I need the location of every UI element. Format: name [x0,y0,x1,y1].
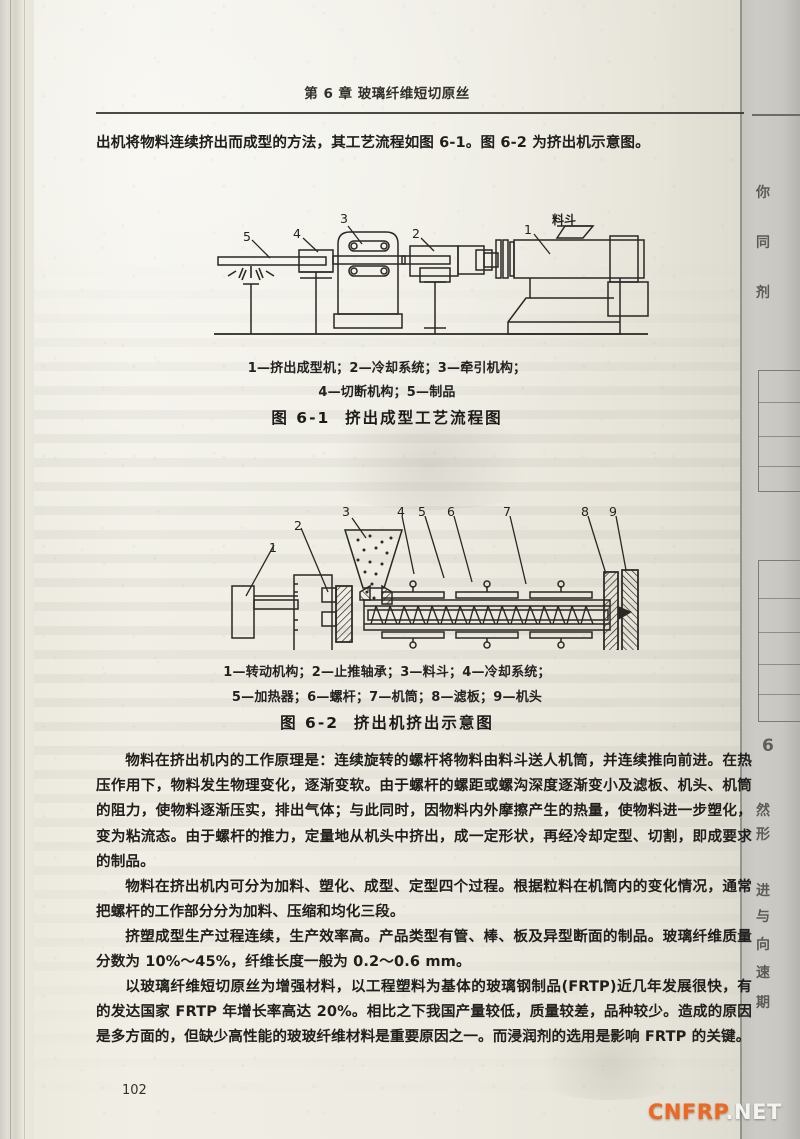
figure-6-2-callout-8: 8 [581,504,589,519]
figure-6-2-callout-6: 6 [447,504,455,519]
adjacent-table-rule [758,598,800,599]
figure-6-1-hopper-label: 料斗 [552,213,577,227]
figure-6-2-callout-5: 5 [418,504,426,519]
adjacent-char-4: 然 [756,803,770,819]
figure-6-2-illustration [186,500,656,650]
adjacent-char-3: 剂 [756,285,770,301]
body-paragraph-2: 物料在挤出机内可分为加料、塑化、成型、定型四个过程。根据粒料在机筒内的变化情况，… [96,878,752,921]
adjacent-char-5: 形 [756,827,770,843]
adjacent-table-rule [758,632,800,633]
adjacent-table-1 [758,370,800,492]
figure-6-2-legend-line-1: 1—转动机构；2—止推轴承；3—料斗；4—冷却系统； [223,665,551,680]
figure-6-1-callout-3: 3 [340,211,348,226]
figure-6-1-title: 图 6-1 挤出成型工艺流程图 [34,406,740,428]
figure-6-2-callout-9: 9 [609,504,617,519]
figure-6-1-legend-line-2: 4—切断机构；5—制品 [318,385,456,400]
figure-6-2-svg [231,529,639,650]
figure-6-1-callout-4: 4 [293,226,301,241]
adjacent-char-7: 与 [756,909,770,925]
body-paragraph-4: 以玻璃纤维短切原丝为增强材料，以工程塑料为基体的玻璃钢制品(FRTP)近几年发展… [96,978,752,1046]
adjacent-char-9: 速 [756,965,770,981]
header-rule [96,112,744,115]
adjacent-char-10: 期 [756,995,770,1011]
figure-6-2-callout-3: 3 [342,504,350,519]
site-watermark: CNFRP.NET [648,1100,782,1124]
figure-6-2-legend-line-2: 5—加热器；6—螺杆；7—机筒；8—滤板；9—机头 [231,690,543,705]
body-paragraph-3: 挤塑成型生产过程连续，生产效率高。产品类型有管、棒、板及异型断面的制品。玻璃纤维… [96,928,752,971]
figure-6-1-number: 图 6-1 [271,409,331,427]
adjacent-section-marker: 6 [762,736,774,756]
adjacent-table-rule [758,694,800,695]
figure-6-1-legend-line-1: 1—挤出成型机；2—冷却系统；3—牵引机构； [247,361,527,376]
figure-6-2-title: 图 6-2 挤出机挤出示意图 [34,711,740,733]
figure-6-1-leaders [251,225,551,259]
adjacent-char-6: 进 [756,883,770,899]
adjacent-page-fragment: 你 同 剂 6 然 形 进 与 向 速 期 [740,0,800,1139]
figure-6-2-callout-2: 2 [294,518,302,533]
figure-6-2-callout-1: 1 [269,540,277,555]
adjacent-head-rule [752,114,800,116]
figure-6-2-callout-4: 4 [397,504,405,519]
adjacent-char-1: 你 [756,185,770,201]
adjacent-char-2: 同 [756,235,770,251]
watermark-secondary: .NET [725,1100,782,1124]
figure-6-2-number: 图 6-2 [280,714,340,732]
adjacent-table-2 [758,560,800,722]
figure-6-2-callout-7: 7 [503,504,511,519]
body-paragraph-1: 物料在挤出机内的工作原理是：连续旋转的螺杆将物料由料斗送人机筒，并连续推向前进。… [96,752,752,870]
figure-6-1-callout-2: 2 [412,226,420,241]
page-number: 102 [122,1083,147,1098]
figure-6-1-illustration [186,200,656,350]
adjacent-table-rule [758,436,800,437]
adjacent-table-rule [758,664,800,665]
running-head: 第 6 章 玻璃纤维短切原丝 [304,86,470,102]
figure-6-2-title-text: 挤出机挤出示意图 [353,714,494,732]
adjacent-char-8: 向 [756,937,770,953]
figure-6-1-title-text: 挤出成型工艺流程图 [345,409,503,427]
watermark-primary: CNFRP [648,1100,726,1124]
figure-6-1-callout-5: 5 [243,229,251,244]
figure-6-1-callout-1: 1 [524,222,532,237]
lead-paragraph: 出机将物料连续挤出而成型的方法，其工艺流程如图 6-1。图 6-2 为挤出机示意… [96,134,650,151]
adjacent-table-rule [758,402,800,403]
page-edge-line [740,0,742,1139]
adjacent-table-rule [758,466,800,467]
figure-6-2-leaders [245,515,627,597]
figure-6-1-svg [214,225,649,335]
book-gutter [0,0,34,1139]
